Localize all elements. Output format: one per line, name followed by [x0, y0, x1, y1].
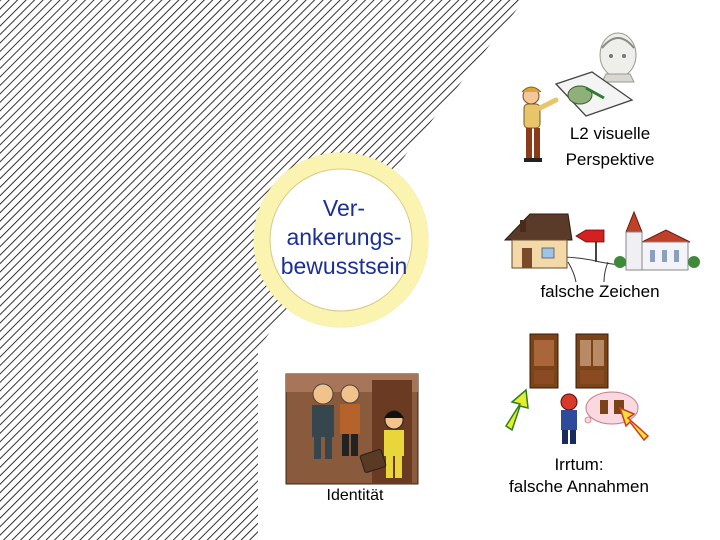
- perspective-label: L2 visuelle Perspektive: [540, 121, 680, 173]
- error-label: Irrtum: falsche Annahmen: [486, 454, 672, 498]
- identity-label: Identität: [300, 486, 410, 506]
- house-arrow-church-icon: [505, 212, 700, 282]
- center-concept-label: Ver- ankerungs- bewusstsein: [256, 194, 432, 281]
- figure-cabinets-thought-icon: [506, 334, 648, 444]
- identity-photo-icon: [286, 374, 418, 484]
- signs-label: falsche Zeichen: [510, 281, 690, 303]
